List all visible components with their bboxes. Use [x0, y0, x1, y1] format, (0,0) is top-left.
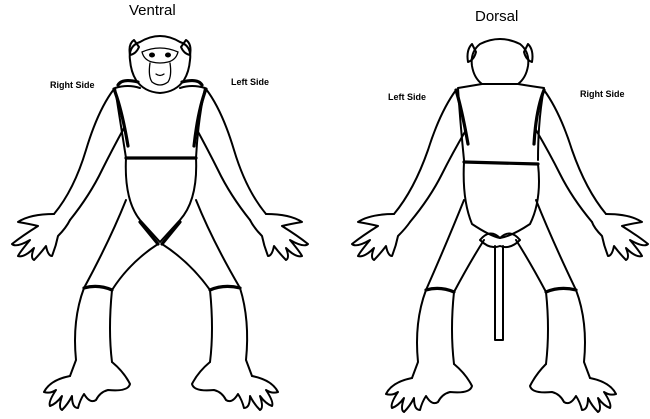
ventral-monkey-outline	[12, 36, 308, 410]
dorsal-head	[468, 39, 533, 84]
ventral-head	[130, 36, 191, 93]
ventral-right-arm	[12, 89, 124, 260]
dorsal-monkey-outline	[352, 39, 648, 412]
ventral-left-arm	[196, 89, 308, 260]
ventral-left-leg	[162, 200, 278, 410]
dorsal-right-leg	[516, 200, 616, 412]
dorsal-right-arm	[536, 90, 648, 260]
ventral-torso	[114, 81, 206, 244]
dorsal-torso	[456, 84, 544, 238]
dorsal-tail	[480, 233, 520, 340]
